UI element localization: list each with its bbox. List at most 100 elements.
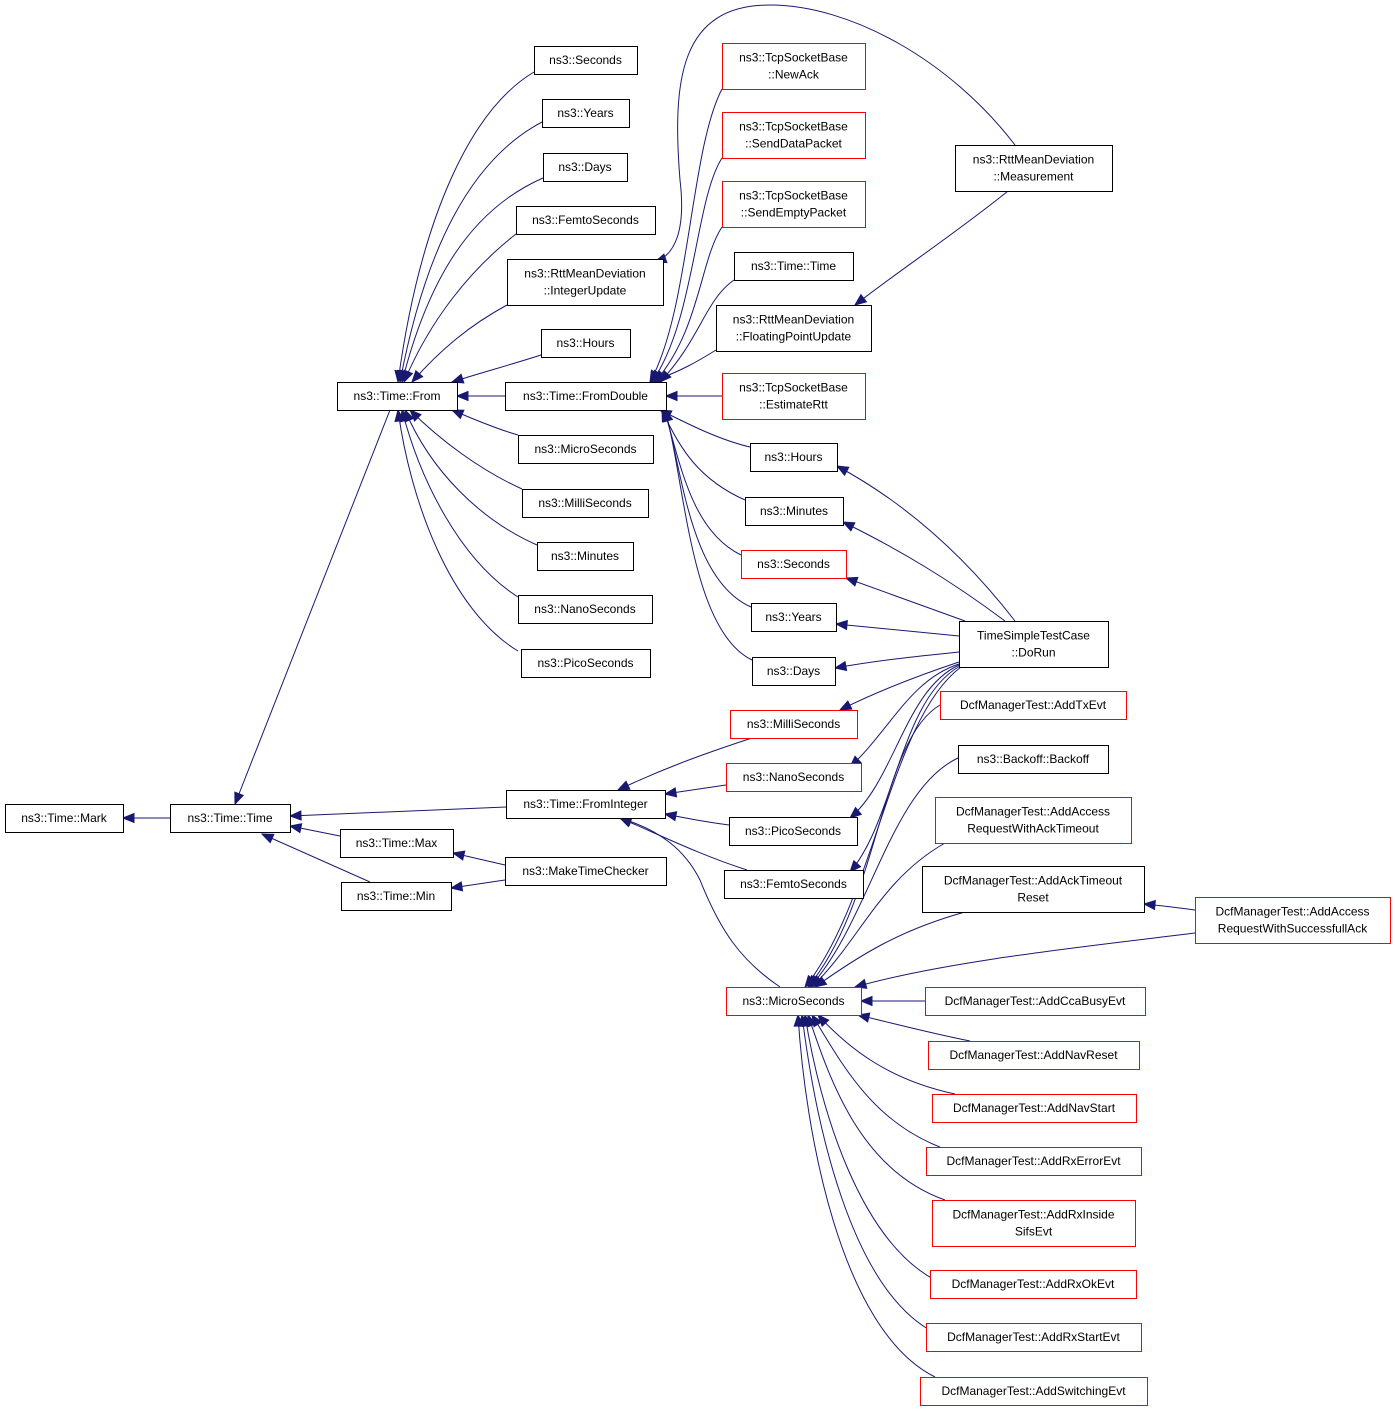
edge-addaccess_ok-to-microsec bbox=[853, 932, 1196, 989]
edge-line bbox=[399, 121, 543, 383]
node-max[interactable]: ns3::Time::Max bbox=[340, 829, 454, 858]
node-timetime2[interactable]: ns3::Time::Time bbox=[734, 252, 854, 281]
node-l-seconds[interactable]: ns3::Seconds bbox=[534, 46, 638, 75]
node-m-minutes[interactable]: ns3::Minutes bbox=[745, 497, 844, 526]
node-frominteger[interactable]: ns3::Time::FromInteger bbox=[506, 790, 666, 819]
node-box bbox=[932, 1094, 1137, 1123]
arrowhead bbox=[409, 409, 422, 422]
arrowhead bbox=[663, 787, 678, 798]
node-fromdouble[interactable]: ns3::Time::FromDouble bbox=[505, 382, 667, 411]
node-sendempty[interactable]: ns3::TcpSocketBase::SendEmptyPacket bbox=[722, 181, 866, 228]
node-l-years[interactable]: ns3::Years bbox=[542, 99, 630, 128]
node-label: ns3::Time::Min bbox=[357, 889, 435, 903]
edge-dorun-to-m_hours bbox=[835, 465, 1016, 622]
node-label: ::EstimateRtt bbox=[759, 398, 828, 412]
node-senddata[interactable]: ns3::TcpSocketBase::SendDataPacket bbox=[722, 112, 866, 159]
edge-maketc-to-max bbox=[451, 850, 506, 866]
node-label: DcfManagerTest::AddRxStartEvt bbox=[947, 1330, 1120, 1344]
node-addcca[interactable]: DcfManagerTest::AddCcaBusyEvt bbox=[925, 987, 1146, 1016]
node-addrxstart[interactable]: DcfManagerTest::AddRxStartEvt bbox=[926, 1323, 1142, 1352]
node-label: DcfManagerTest::AddAckTimeout bbox=[944, 874, 1123, 888]
edge-line bbox=[842, 521, 1006, 622]
node-label: ns3::Time::From bbox=[354, 389, 441, 403]
node-label: ns3::Time::FromInteger bbox=[523, 797, 647, 811]
node-box bbox=[522, 489, 649, 518]
node-m-seconds[interactable]: ns3::Seconds bbox=[741, 550, 847, 579]
edge-line bbox=[854, 190, 1009, 306]
node-l-pico[interactable]: ns3::PicoSeconds bbox=[521, 649, 651, 678]
node-label: ns3::Hours bbox=[764, 450, 822, 464]
node-box bbox=[741, 550, 847, 579]
edge-line bbox=[663, 409, 742, 556]
node-label: ns3::Backoff::Backoff bbox=[977, 752, 1090, 766]
node-m-days[interactable]: ns3::Days bbox=[752, 657, 836, 686]
node-floatupd[interactable]: ns3::RttMeanDeviation::FloatingPointUpda… bbox=[716, 305, 872, 352]
node-addswitching[interactable]: DcfManagerTest::AddSwitchingEvt bbox=[920, 1377, 1148, 1406]
node-addtx[interactable]: DcfManagerTest::AddTxEvt bbox=[940, 691, 1127, 720]
node-label: ns3::Years bbox=[765, 610, 821, 624]
node-box bbox=[722, 181, 866, 228]
node-l-nano[interactable]: ns3::NanoSeconds bbox=[518, 595, 653, 624]
node-box bbox=[505, 382, 667, 411]
node-newack[interactable]: ns3::TcpSocketBase::NewAck bbox=[722, 43, 866, 90]
node-label: ns3::Years bbox=[557, 106, 613, 120]
node-l-minutes[interactable]: ns3::Minutes bbox=[537, 542, 634, 571]
node-l-micro[interactable]: ns3::MicroSeconds bbox=[518, 435, 654, 464]
node-addrxok[interactable]: DcfManagerTest::AddRxOkEvt bbox=[930, 1270, 1137, 1299]
arrowhead bbox=[841, 521, 856, 532]
arrowhead bbox=[838, 700, 853, 711]
edge-line bbox=[845, 577, 966, 622]
edge-addacktimeout-to-microsec bbox=[813, 911, 966, 988]
node-mark[interactable]: ns3::Time::Mark bbox=[5, 804, 124, 833]
edge-max-to-time_time bbox=[288, 823, 341, 837]
node-m-milli[interactable]: ns3::MilliSeconds bbox=[730, 710, 858, 739]
edge-line bbox=[814, 911, 966, 988]
node-box bbox=[1195, 897, 1391, 944]
node-backoff[interactable]: ns3::Backoff::Backoff bbox=[958, 745, 1109, 774]
node-addrxerror[interactable]: DcfManagerTest::AddRxErrorEvt bbox=[926, 1147, 1142, 1176]
node-addnavstart[interactable]: DcfManagerTest::AddNavStart bbox=[932, 1094, 1137, 1123]
node-l-hours[interactable]: ns3::Hours bbox=[541, 329, 631, 358]
node-l-femto[interactable]: ns3::FemtoSeconds bbox=[516, 206, 656, 235]
edge-dorun-to-m_years bbox=[834, 619, 960, 637]
node-maketc[interactable]: ns3::MakeTimeChecker bbox=[505, 857, 667, 886]
edge-line bbox=[411, 304, 508, 383]
node-box bbox=[920, 1377, 1148, 1406]
arrowhead bbox=[234, 791, 245, 806]
node-from[interactable]: ns3::Time::From bbox=[337, 382, 458, 411]
node-measurement[interactable]: ns3::RttMeanDeviation::Measurement bbox=[955, 145, 1113, 192]
node-label: ns3::Time::FromDouble bbox=[523, 389, 648, 403]
node-l-intupd[interactable]: ns3::RttMeanDeviation::IntegerUpdate bbox=[507, 259, 664, 306]
node-m-hours[interactable]: ns3::Hours bbox=[750, 443, 838, 472]
node-time-time[interactable]: ns3::Time::Time bbox=[170, 804, 291, 833]
node-label: RequestWithAckTimeout bbox=[967, 822, 1099, 836]
node-dorun[interactable]: TimeSimpleTestCase::DoRun bbox=[959, 621, 1109, 668]
edge-line bbox=[854, 932, 1196, 988]
node-label: DcfManagerTest::AddSwitchingEvt bbox=[941, 1384, 1126, 1398]
node-box bbox=[730, 710, 858, 739]
node-box bbox=[543, 153, 628, 182]
node-estrtt[interactable]: ns3::TcpSocketBase::EstimateRtt bbox=[722, 373, 866, 420]
arrowhead bbox=[848, 806, 863, 819]
node-m-years[interactable]: ns3::Years bbox=[751, 603, 837, 632]
node-addaccess-ok[interactable]: DcfManagerTest::AddAccessRequestWithSucc… bbox=[1195, 897, 1391, 944]
edge-line bbox=[261, 833, 371, 883]
node-min[interactable]: ns3::Time::Min bbox=[341, 882, 452, 911]
node-l-days[interactable]: ns3::Days bbox=[543, 153, 628, 182]
node-label: SifsEvt bbox=[1015, 1225, 1053, 1239]
node-l-milli[interactable]: ns3::MilliSeconds bbox=[522, 489, 649, 518]
node-addaccess-to[interactable]: DcfManagerTest::AddAccessRequestWithAckT… bbox=[935, 797, 1132, 844]
node-m-pico[interactable]: ns3::PicoSeconds bbox=[729, 817, 858, 846]
node-label: ns3::Minutes bbox=[551, 549, 619, 563]
node-m-femto[interactable]: ns3::FemtoSeconds bbox=[724, 870, 864, 899]
node-microsec[interactable]: ns3::MicroSeconds bbox=[726, 987, 862, 1016]
node-box bbox=[518, 435, 654, 464]
node-box bbox=[542, 99, 630, 128]
node-box bbox=[722, 112, 866, 159]
node-box bbox=[505, 857, 667, 886]
node-m-nano[interactable]: ns3::NanoSeconds bbox=[726, 763, 862, 792]
node-addnavreset[interactable]: DcfManagerTest::AddNavReset bbox=[928, 1041, 1140, 1070]
edge-line bbox=[619, 817, 781, 988]
